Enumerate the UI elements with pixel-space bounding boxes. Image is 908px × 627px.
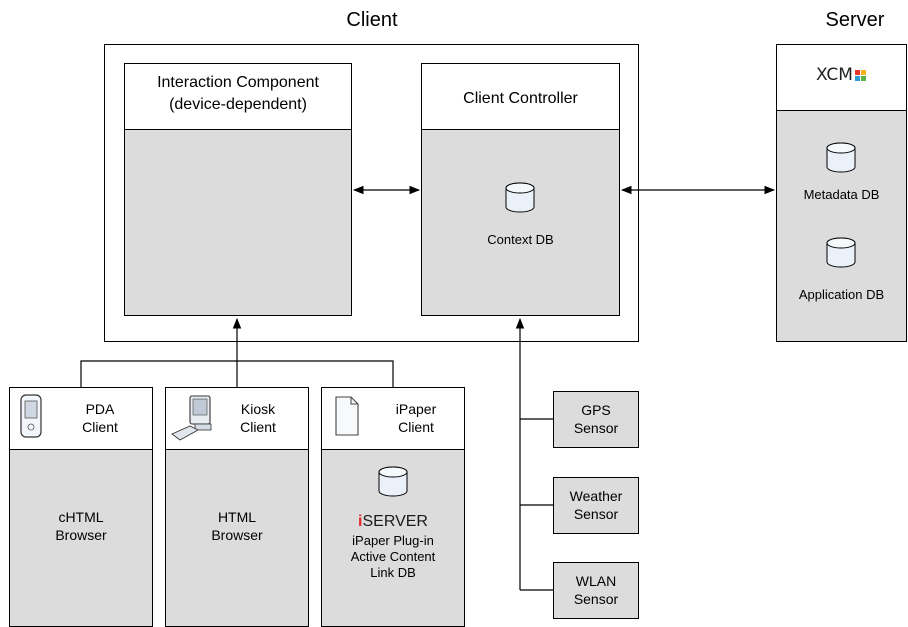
kiosk-client-line2: Client bbox=[240, 419, 276, 435]
gps-sensor-line1: GPS bbox=[581, 402, 611, 418]
wlan-sensor-line2: Sensor bbox=[573, 591, 619, 607]
pda-client-line2: Client bbox=[82, 419, 118, 435]
server-title: Server bbox=[825, 9, 885, 31]
kiosk-client-line1: Kiosk bbox=[240, 401, 276, 417]
metadata-db-icon bbox=[826, 142, 856, 173]
wlan-sensor: WLAN Sensor bbox=[553, 562, 639, 619]
iserver-logo: iSERVER bbox=[321, 513, 465, 531]
kiosk-body-line2: Browser bbox=[211, 527, 263, 543]
weather-sensor: Weather Sensor bbox=[553, 477, 639, 534]
wlan-sensor-line1: WLAN bbox=[575, 573, 617, 589]
ipaper-client-title: iPaper Client bbox=[383, 400, 449, 436]
ipaper-client-line2: Client bbox=[398, 419, 434, 435]
kiosk-body-line1: HTML bbox=[217, 509, 257, 525]
document-icon bbox=[335, 396, 359, 436]
pda-icon bbox=[20, 394, 42, 438]
application-db-label: Application DB bbox=[798, 287, 885, 302]
gps-sensor: GPS Sensor bbox=[553, 391, 639, 448]
ipaper-body-line1: iPaper Plug-in bbox=[352, 533, 434, 548]
iserver-logo-text: SERVER bbox=[362, 513, 428, 530]
pda-client-line1: PDA bbox=[85, 401, 115, 417]
kiosk-client-header bbox=[165, 387, 309, 450]
interaction-title-line1: Interaction Component bbox=[157, 74, 319, 91]
pda-client-title: PDA Client bbox=[70, 400, 130, 436]
server-header bbox=[776, 44, 907, 111]
pda-body-line1: cHTML bbox=[58, 509, 104, 525]
context-db-icon bbox=[505, 182, 535, 213]
kiosk-client-title: Kiosk Client bbox=[228, 400, 288, 436]
interaction-title-line2: (device-dependent) bbox=[169, 96, 307, 113]
xcm-logo: XCM bbox=[816, 66, 866, 84]
ipaper-client-line1: iPaper bbox=[395, 401, 437, 417]
metadata-db-label: Metadata DB bbox=[803, 187, 880, 202]
iserver-logo-i: i bbox=[358, 513, 363, 530]
kiosk-client-body: HTML Browser bbox=[165, 508, 309, 544]
context-db-label: Context DB bbox=[487, 232, 554, 247]
xcm-logo-text: XCM bbox=[816, 65, 853, 85]
weather-sensor-line2: Sensor bbox=[573, 506, 619, 522]
pda-body-line2: Browser bbox=[55, 527, 107, 543]
controller-title: Client Controller bbox=[463, 90, 578, 107]
kiosk-icon bbox=[171, 395, 212, 441]
ipaper-body-line3: Link DB bbox=[370, 565, 416, 580]
xcm-logo-mark bbox=[854, 69, 866, 81]
gps-sensor-line2: Sensor bbox=[573, 420, 619, 436]
client-title: Client bbox=[346, 9, 398, 31]
application-db-icon bbox=[826, 237, 856, 268]
weather-sensor-line1: Weather bbox=[569, 488, 623, 504]
ipaper-client-body: iPaper Plug-in Active Content Link DB bbox=[321, 533, 465, 581]
pda-client-body: cHTML Browser bbox=[9, 508, 153, 544]
interaction-component-header bbox=[124, 63, 352, 130]
client-controller-header bbox=[421, 63, 620, 130]
ipaper-db-icon bbox=[378, 466, 408, 497]
interaction-title: Interaction Component (device-dependent) bbox=[124, 72, 352, 116]
ipaper-body-line2: Active Content bbox=[350, 549, 436, 564]
